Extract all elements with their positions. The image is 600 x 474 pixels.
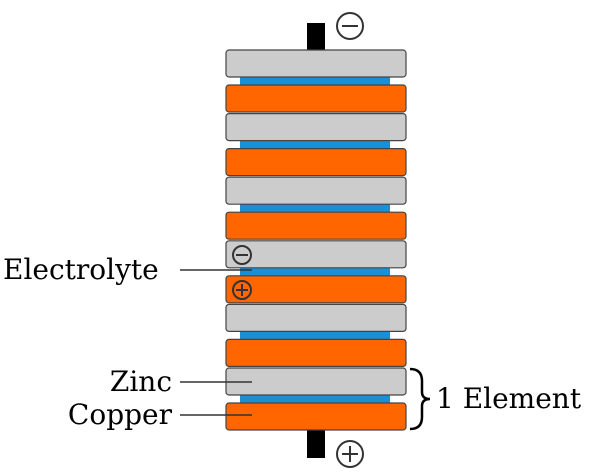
copper-plate xyxy=(225,84,407,113)
pile-stack xyxy=(225,49,407,431)
positive-charge-icon xyxy=(232,280,252,300)
zinc-plate xyxy=(225,49,407,78)
zinc-plate xyxy=(225,303,407,332)
copper-plate xyxy=(225,275,407,304)
element-label: 1 Element xyxy=(436,382,582,415)
top-terminal xyxy=(307,23,325,53)
zinc-plate xyxy=(225,240,407,269)
zinc-label: Zinc xyxy=(110,365,172,398)
minus-terminal-icon xyxy=(336,12,364,40)
electrolyte-label: Electrolyte xyxy=(3,253,159,286)
zinc-plate xyxy=(225,367,407,396)
copper-plate xyxy=(225,402,407,431)
copper-label: Copper xyxy=(68,398,173,431)
zinc-plate xyxy=(225,176,407,205)
zinc-plate xyxy=(225,112,407,142)
copper-plate xyxy=(225,148,407,177)
element-brace xyxy=(409,367,431,431)
plus-terminal-icon xyxy=(336,440,364,468)
copper-plate xyxy=(225,338,407,367)
negative-charge-icon xyxy=(232,245,252,265)
copper-plate xyxy=(225,211,407,240)
bottom-terminal xyxy=(307,428,325,458)
